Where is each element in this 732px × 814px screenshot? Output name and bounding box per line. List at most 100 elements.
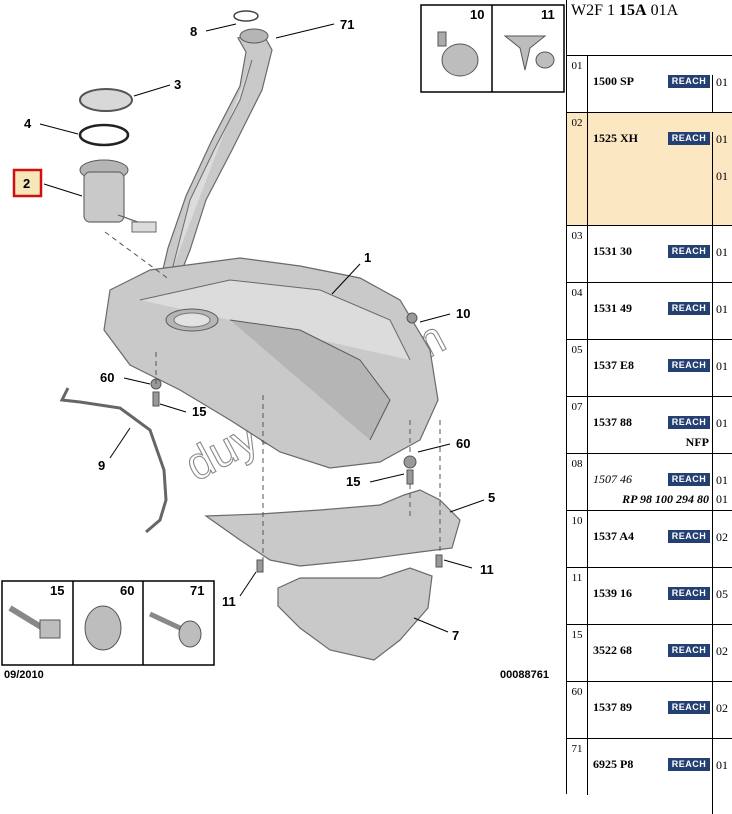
part-quantity: 01 bbox=[712, 245, 732, 302]
reach-badge: REACH bbox=[668, 530, 710, 543]
seal-ring bbox=[78, 123, 130, 147]
part-quantity: 01 bbox=[712, 416, 732, 473]
parts-row[interactable]: 01 1500 SP REACH 01 bbox=[567, 55, 732, 132]
drawing-number: 00088761 bbox=[500, 669, 549, 681]
parts-row[interactable]: 15 3522 68 REACH 02 bbox=[567, 624, 732, 701]
callout-15-b: 15 bbox=[346, 474, 360, 489]
callout-2: 2 bbox=[23, 176, 30, 191]
fuel-pump-module bbox=[79, 159, 157, 233]
callout-60-box: 60 bbox=[120, 583, 134, 598]
parts-row[interactable]: 04 1531 49 REACH 01 bbox=[567, 282, 732, 359]
callout-60: 60 bbox=[100, 370, 114, 385]
callout-8: 8 bbox=[190, 24, 197, 39]
part-quantity: 02 bbox=[712, 644, 732, 701]
parts-row[interactable]: 08 1507 46 REACH 01 RP 98 100 294 80 01 bbox=[567, 453, 732, 530]
hardware-box-15-60-71: 15 60 71 bbox=[1, 580, 215, 666]
callout-2-highlight bbox=[12, 168, 43, 198]
part-quantity: 01 bbox=[712, 473, 732, 530]
part-quantity: 05 bbox=[712, 587, 732, 644]
callout-10-box: 10 bbox=[470, 7, 484, 22]
part-reference[interactable]: 1507 46 bbox=[593, 472, 632, 486]
reach-badge: REACH bbox=[668, 416, 710, 429]
reach-badge: REACH bbox=[668, 758, 710, 771]
reach-badge: REACH bbox=[668, 132, 710, 145]
row-index: 04 bbox=[567, 283, 588, 340]
callout-1: 1 bbox=[364, 250, 371, 265]
row-index: 05 bbox=[567, 340, 588, 397]
callout-11-box: 11 bbox=[541, 7, 555, 22]
reach-badge: REACH bbox=[668, 245, 710, 258]
part-reference[interactable]: 1537 A4 bbox=[593, 529, 635, 543]
part-reference[interactable]: 1539 16 bbox=[593, 586, 632, 600]
reach-badge: REACH bbox=[668, 473, 710, 486]
parts-row-selected[interactable]: 02 1525 XH REACH 01 01 bbox=[567, 112, 732, 245]
part-reference[interactable]: 1537 88 bbox=[593, 415, 632, 429]
parts-row[interactable]: 07 1537 88 REACH 01 NFP bbox=[567, 396, 732, 473]
fuel-tank bbox=[103, 257, 439, 469]
assembly-code: W2F 1 15A 01A bbox=[571, 2, 679, 19]
fuel-line bbox=[59, 387, 168, 534]
parts-row[interactable]: 03 1531 30 REACH 01 bbox=[567, 225, 732, 302]
row-index: 07 bbox=[567, 397, 588, 454]
callout-11-a: 11 bbox=[480, 562, 494, 577]
parts-row[interactable]: 05 1537 E8 REACH 01 bbox=[567, 339, 732, 416]
part-quantity: 01 bbox=[712, 75, 732, 132]
callout-3: 3 bbox=[174, 77, 181, 92]
part-reference[interactable]: 1537 E8 bbox=[593, 358, 635, 372]
callout-9: 9 bbox=[98, 458, 105, 473]
callout-7: 7 bbox=[452, 628, 459, 643]
leader-lines bbox=[39, 23, 485, 633]
part-reference[interactable]: 3522 68 bbox=[593, 643, 632, 657]
parts-list-header: W2F 1 15A 01A bbox=[567, 0, 732, 56]
part-reference[interactable]: 1500 SP bbox=[593, 74, 635, 88]
part-quantity-secondary: 01 bbox=[716, 492, 728, 506]
part-quantity: 01 bbox=[712, 132, 732, 245]
tank-bracket bbox=[277, 567, 433, 661]
reach-badge: REACH bbox=[668, 359, 710, 372]
filler-pipe bbox=[159, 10, 273, 283]
part-reference[interactable]: 1537 89 bbox=[593, 700, 632, 714]
row-index: 08 bbox=[567, 454, 588, 511]
parts-list-panel: W2F 1 15A 01A 01 1500 SP REACH 01 02 152… bbox=[566, 0, 732, 814]
part-quantity: 02 bbox=[712, 530, 732, 587]
part-quantity: 02 bbox=[712, 701, 732, 758]
row-index: 01 bbox=[567, 56, 588, 113]
parts-row[interactable]: 71 6925 P8 REACH 01 bbox=[567, 738, 732, 814]
part-note: NFP bbox=[685, 435, 709, 449]
hardware-box-10-11: 10 11 bbox=[420, 4, 565, 93]
part-reference[interactable]: 6925 P8 bbox=[593, 757, 634, 771]
assembly-lines bbox=[104, 231, 441, 560]
part-reference[interactable]: 1531 30 bbox=[593, 244, 632, 258]
part-reference[interactable]: 1525 XH bbox=[593, 131, 638, 145]
callout-71: 71 bbox=[340, 17, 354, 32]
part-reference[interactable]: 1531 49 bbox=[593, 301, 632, 315]
part-quantity: 01 bbox=[712, 359, 732, 416]
reach-badge: REACH bbox=[668, 75, 710, 88]
parts-diagram: duyukoto.com bbox=[1, 4, 565, 681]
row-index: 10 bbox=[567, 511, 588, 568]
parts-row[interactable]: 11 1539 16 REACH 05 bbox=[567, 567, 732, 644]
reach-badge: REACH bbox=[668, 587, 710, 600]
parts-row[interactable]: 60 1537 89 REACH 02 bbox=[567, 681, 732, 758]
row-index: 15 bbox=[567, 625, 588, 682]
callout-15-box: 15 bbox=[50, 583, 64, 598]
callout-4: 4 bbox=[24, 116, 32, 131]
lock-ring bbox=[79, 88, 133, 112]
callout-5: 5 bbox=[488, 490, 495, 505]
callout-71-box: 71 bbox=[190, 583, 204, 598]
callout-60-b: 60 bbox=[456, 436, 470, 451]
part-quantity: 01 bbox=[712, 758, 732, 814]
filler-seal-ring bbox=[233, 10, 259, 22]
diagram-date: 09/2010 bbox=[4, 669, 44, 681]
callout-10: 10 bbox=[456, 306, 470, 321]
reach-badge: REACH bbox=[668, 302, 710, 315]
row-index: 03 bbox=[567, 226, 588, 283]
part-replacement-reference[interactable]: RP 98 100 294 80 bbox=[622, 492, 709, 506]
reach-badge: REACH bbox=[668, 701, 710, 714]
row-index: 02 bbox=[567, 113, 588, 226]
part-quantity-secondary: 01 bbox=[716, 169, 728, 183]
row-index: 11 bbox=[567, 568, 588, 625]
row-index: 60 bbox=[567, 682, 588, 739]
parts-row[interactable]: 10 1537 A4 REACH 02 bbox=[567, 510, 732, 587]
part-quantity: 01 bbox=[712, 302, 732, 359]
